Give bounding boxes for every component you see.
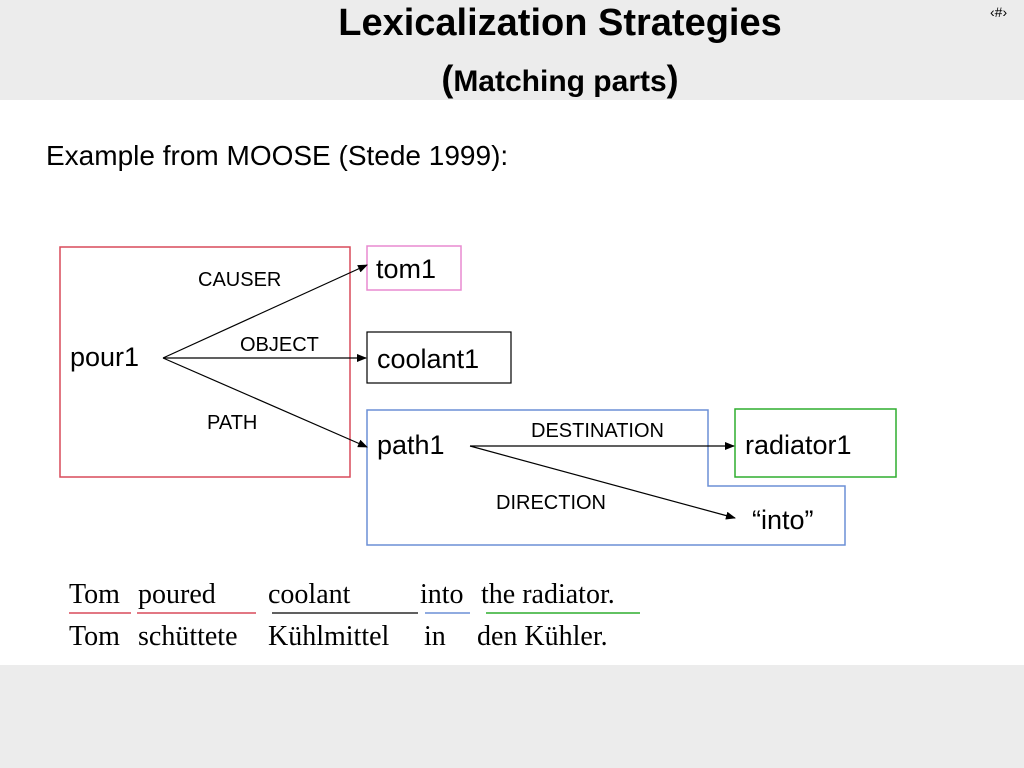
subtitle-close-paren: ) <box>666 58 679 99</box>
en-word-tom: Tom <box>69 579 120 610</box>
slide-title: Lexicalization Strategies <box>338 2 782 44</box>
node-tom1: tom1 <box>376 254 437 284</box>
direction-arrow <box>469 445 736 520</box>
de-word-in: in <box>424 621 446 652</box>
de-word-schuettete: schüttete <box>138 621 238 652</box>
label-causer: CAUSER <box>198 269 282 291</box>
title-band <box>0 0 1024 100</box>
node-into: “into” <box>752 505 814 535</box>
slide-number: ‹#› <box>990 4 1008 20</box>
en-word-poured: poured <box>138 579 216 610</box>
slide-subtitle: (Matching parts) <box>0 58 1024 100</box>
coolant1-box <box>366 331 512 384</box>
en-word-into: into <box>420 579 464 610</box>
pour1-box <box>59 246 351 478</box>
label-object: OBJECT <box>240 334 319 356</box>
intro-text: Example from MOOSE (Stede 1999): <box>46 140 509 171</box>
footer-band <box>0 665 1024 768</box>
node-path1: path1 <box>377 430 445 460</box>
de-word-kuehlmittel: Kühlmittel <box>268 621 390 652</box>
label-destination: DESTINATION <box>531 420 664 442</box>
subtitle-text: Matching parts <box>453 65 667 98</box>
subtitle-open-paren: ( <box>441 58 454 99</box>
en-word-the-radiator: the radiator. <box>481 579 615 610</box>
path1-box <box>366 409 846 546</box>
label-path: PATH <box>207 412 258 434</box>
causer-arrow <box>162 264 368 359</box>
label-direction: DIRECTION <box>496 492 606 514</box>
de-word-tom: Tom <box>69 621 120 652</box>
node-pour1: pour1 <box>70 342 140 372</box>
radiator1-box <box>734 408 897 478</box>
node-radiator1: radiator1 <box>745 430 852 460</box>
en-word-coolant: coolant <box>268 579 351 610</box>
de-word-den-kuehler: den Kühler. <box>477 621 608 652</box>
path-arrow <box>162 357 368 448</box>
node-coolant1: coolant1 <box>377 344 480 374</box>
